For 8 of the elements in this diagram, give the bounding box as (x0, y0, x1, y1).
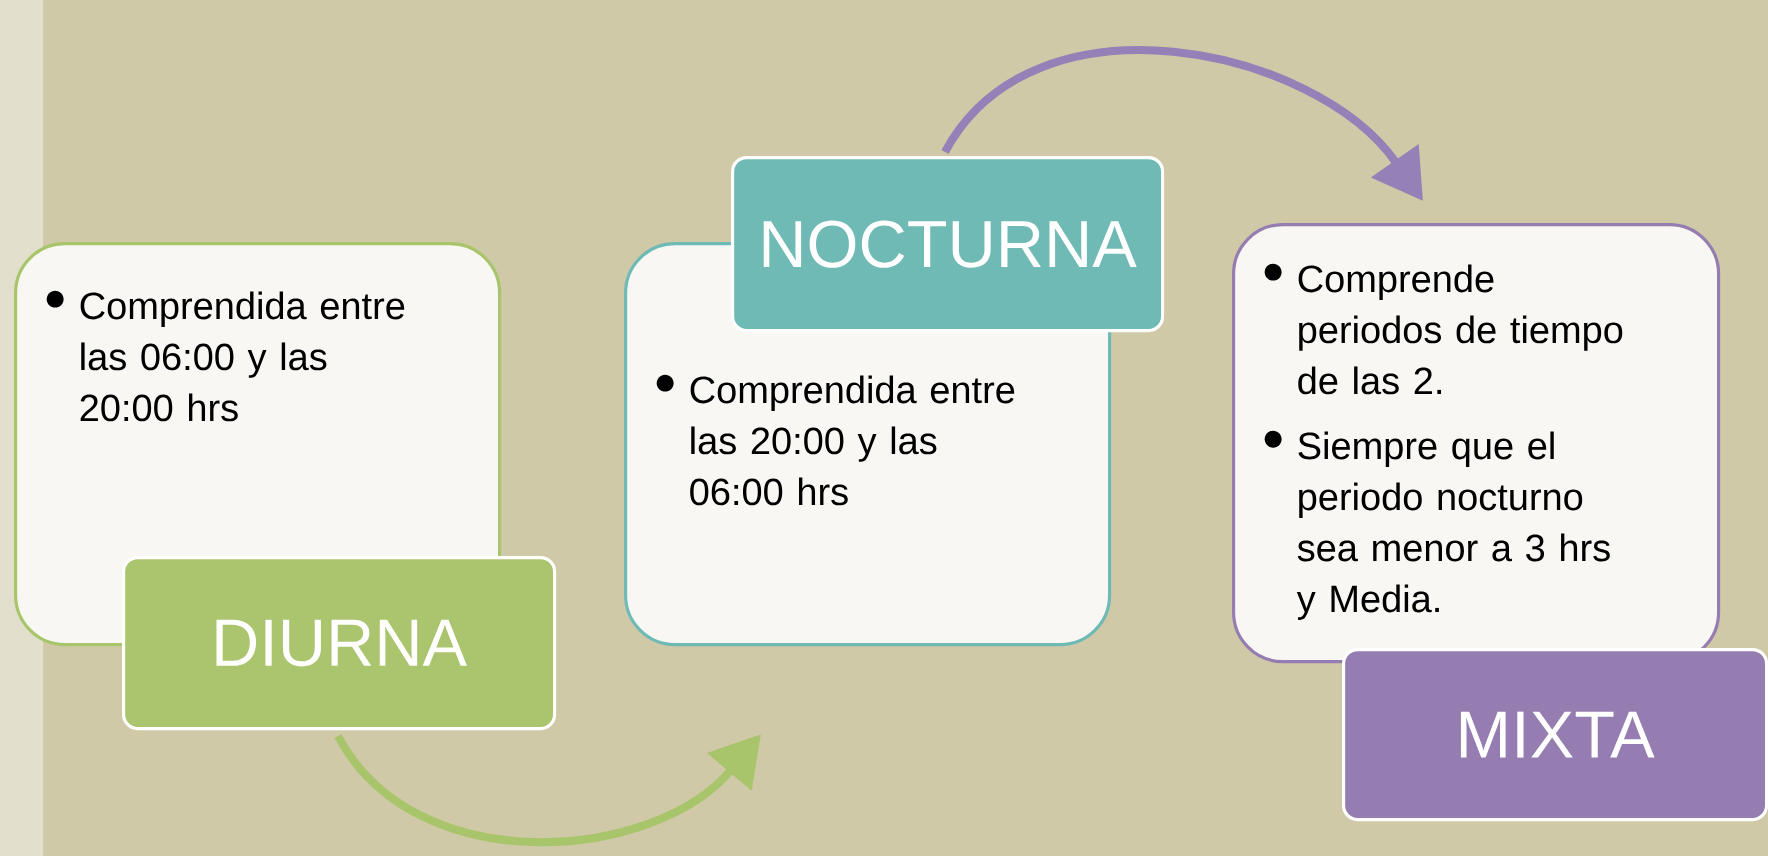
bullet-text: Siempre que el periodo nocturno sea menor a 3 hrs y Media. (1264, 430, 1610, 620)
text-card (1232, 223, 1721, 664)
label-box: MIXTA (1342, 648, 1768, 822)
bullet-text: Comprendida entre las 06:00 y las 20:00 hrs (46, 290, 405, 422)
label-box: NOCTURNA (731, 156, 1165, 333)
bullet-text: Comprendida entre las 20:00 y las 06:00 hrs (656, 374, 1015, 506)
bullet-text: Comprende periodos de tiempo de las 2. (1264, 263, 1623, 395)
label-box: DIURNA (122, 556, 557, 731)
